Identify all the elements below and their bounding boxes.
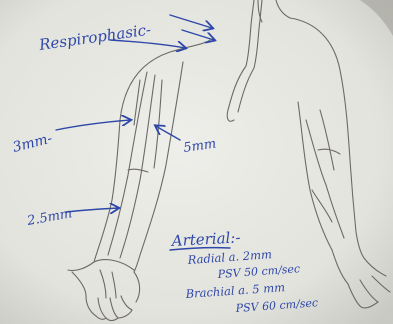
arterial-heading: Arterial:- [169,228,241,250]
